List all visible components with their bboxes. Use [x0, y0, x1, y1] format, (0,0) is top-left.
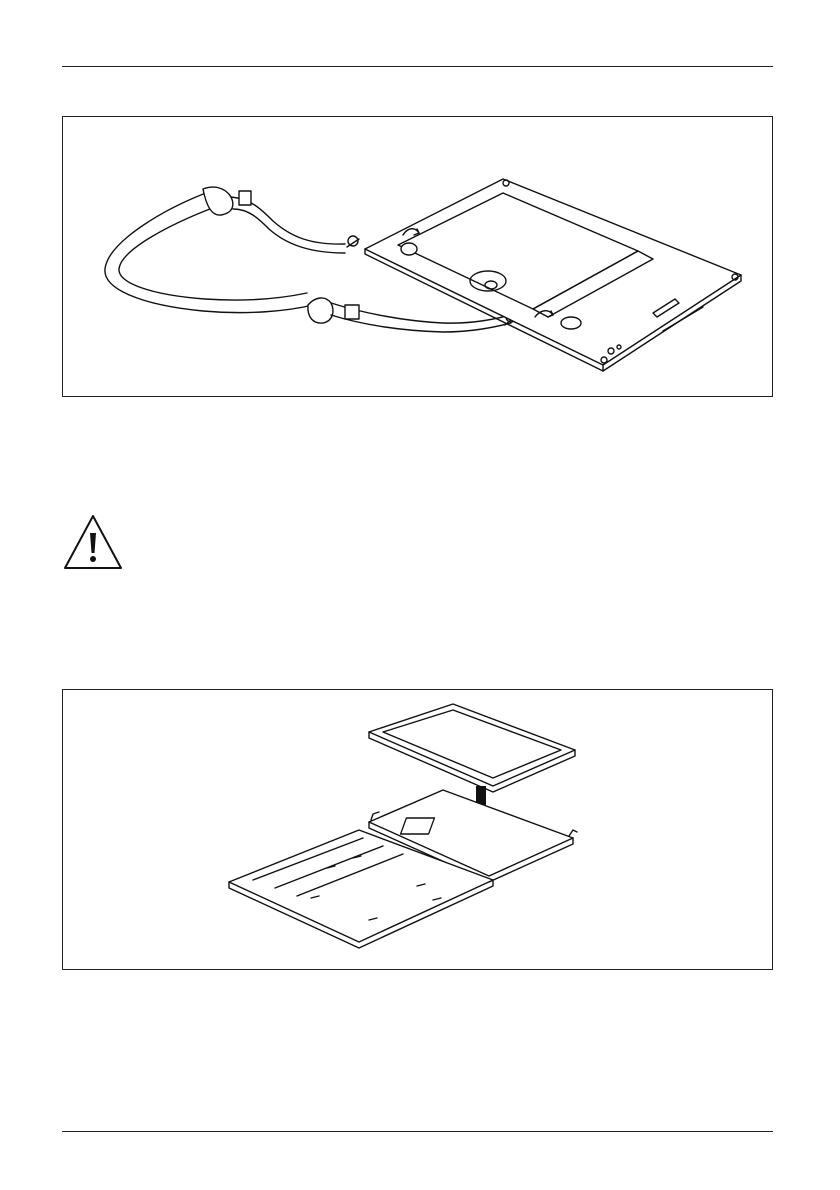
cover-stand-illustration [63, 690, 772, 969]
cover-stand-figure [62, 689, 773, 970]
strap-buckle-upper [239, 191, 251, 205]
shoulder-strap-figure [62, 116, 773, 397]
tablet-back [365, 179, 741, 365]
strap-buckle-lower [345, 305, 359, 319]
strap-pad-upper [203, 187, 233, 215]
header-rule [62, 66, 773, 67]
shoulder-strap-illustration [63, 117, 772, 396]
footer-rule [62, 1131, 773, 1132]
strap-pad-lower [308, 298, 333, 323]
strap-band-inner [119, 207, 307, 300]
warning-triangle-icon [62, 513, 124, 571]
